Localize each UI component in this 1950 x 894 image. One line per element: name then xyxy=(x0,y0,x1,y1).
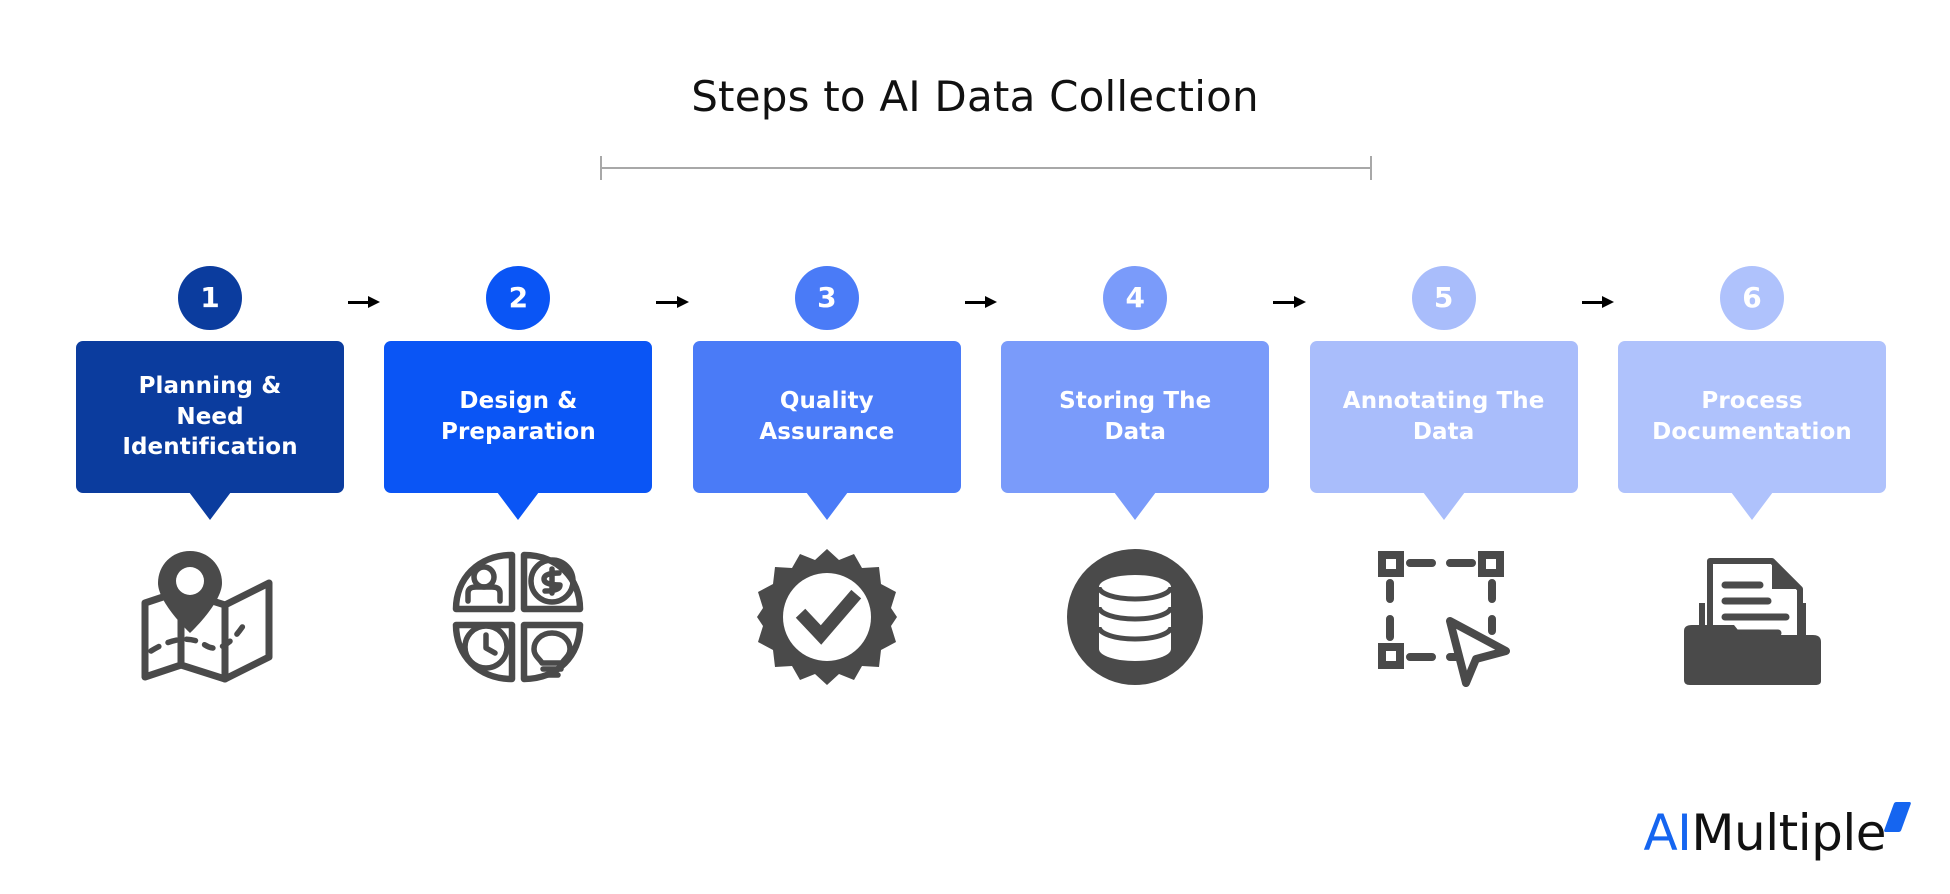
arrow-shaft xyxy=(1581,301,1605,304)
arrow-3-4 xyxy=(964,296,998,308)
arrow-5-6 xyxy=(1581,296,1615,308)
arrow-shaft xyxy=(348,301,371,304)
step-label-line: Documentation xyxy=(1652,419,1852,445)
database-icon xyxy=(1055,542,1215,692)
step-label-line: Planning & xyxy=(138,372,282,399)
step-number-badge-5[interactable]: 5 xyxy=(1411,266,1476,330)
step-number-text: 5 xyxy=(1433,281,1454,314)
step-number-row: 4 xyxy=(1001,255,1269,341)
dimension-bar xyxy=(600,167,1372,169)
arrow-shaft xyxy=(656,301,679,304)
step-label-line: Process xyxy=(1701,388,1803,415)
step-connector-4 xyxy=(1269,255,1309,315)
selection-cursor-icon xyxy=(1364,542,1524,692)
step-number-text: 4 xyxy=(1125,281,1145,314)
step-label-line: Design & xyxy=(459,388,578,415)
logo-ai-text: AI xyxy=(1643,804,1692,862)
logo-multiple-text: Multiple xyxy=(1691,804,1886,862)
step-number-badge-4[interactable]: 4 xyxy=(1103,266,1168,330)
step-connector-2 xyxy=(652,255,692,315)
arrow-4-5 xyxy=(1273,296,1306,308)
step-number-badge-6[interactable]: 6 xyxy=(1720,266,1785,330)
step-connector-5 xyxy=(1578,255,1618,315)
step-callout: Design & Preparation xyxy=(384,341,653,520)
step-label-line: Annotating The xyxy=(1342,388,1545,415)
step-connector-1 xyxy=(344,255,384,315)
step-number-row: 6 xyxy=(1618,255,1886,341)
step-number-text: 2 xyxy=(508,281,529,314)
step-number-badge-2[interactable]: 2 xyxy=(486,266,551,330)
step-number-text: 6 xyxy=(1742,281,1762,314)
quadrant-chart-icon xyxy=(438,542,598,692)
callout-tail xyxy=(1731,492,1774,520)
callout-tail xyxy=(189,492,231,520)
step-label-line: Quality xyxy=(779,388,874,415)
logo-accent-icon xyxy=(1883,802,1912,832)
arrow-2-3 xyxy=(656,296,689,308)
step-number-row: 1 xyxy=(76,255,344,341)
callout-tail xyxy=(805,492,848,520)
verified-badge-icon xyxy=(747,542,907,692)
step-label-line: Need xyxy=(176,403,244,430)
arrow-head-icon xyxy=(985,296,998,308)
dimension-rule xyxy=(600,156,1372,180)
document-folder-icon xyxy=(1672,542,1832,692)
step-label-line: Identification xyxy=(122,434,298,461)
step-label-box-2[interactable]: Design & Preparation xyxy=(384,341,653,493)
callout-tail xyxy=(1422,492,1465,520)
step-number-row: 2 xyxy=(384,255,652,341)
dimension-tick-right xyxy=(1370,156,1372,180)
arrow-head-icon xyxy=(368,296,381,308)
page-title: Steps to AI Data Collection xyxy=(691,72,1259,121)
step-label-text: Design & Preparation xyxy=(441,386,596,448)
step-label-line: Assurance xyxy=(759,419,895,445)
step-number-badge-3[interactable]: 3 xyxy=(794,266,859,330)
step-label-line: Preparation xyxy=(441,419,596,445)
callout-tail xyxy=(497,492,540,520)
step-number-badge-1[interactable]: 1 xyxy=(178,266,242,330)
arrow-shaft xyxy=(1273,301,1296,304)
step-label-line: Data xyxy=(1104,419,1166,445)
step-number-text: 3 xyxy=(817,281,837,314)
step-number-text: 1 xyxy=(200,281,220,314)
step-label-line: Data xyxy=(1412,419,1475,445)
arrow-shaft xyxy=(964,301,988,304)
callout-tail xyxy=(1114,492,1157,520)
arrow-1-2 xyxy=(348,296,381,308)
arrow-head-icon xyxy=(1293,296,1306,308)
step-number-row: 3 xyxy=(693,255,961,341)
step-connector-3 xyxy=(961,255,1001,315)
step-label-line: Storing The xyxy=(1059,388,1212,415)
step-number-row: 5 xyxy=(1310,255,1578,341)
arrow-head-icon xyxy=(1602,296,1615,308)
arrow-head-icon xyxy=(676,296,689,308)
map-pin-icon xyxy=(130,542,290,692)
